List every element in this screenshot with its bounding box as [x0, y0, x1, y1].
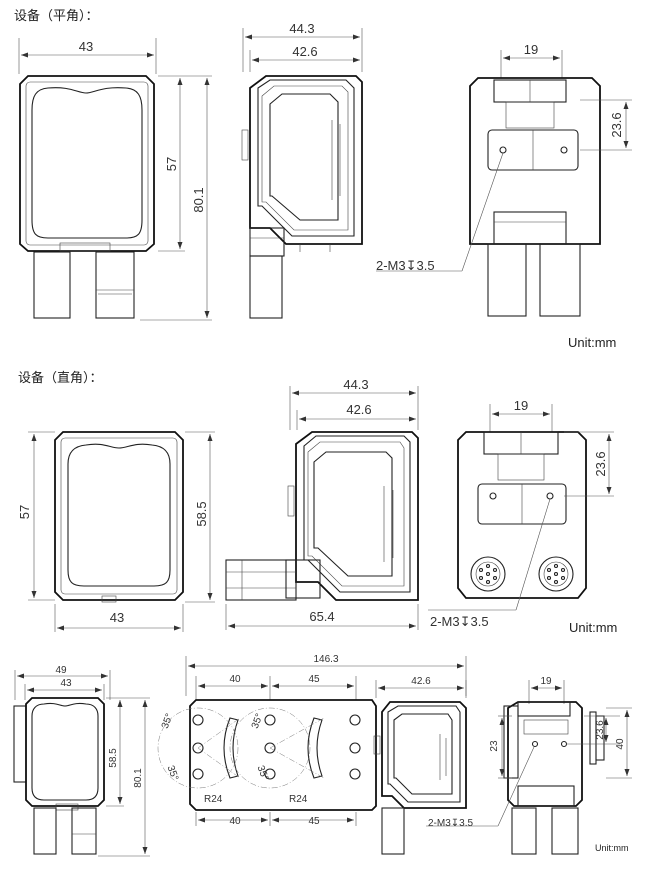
- s2-front-total: 58.5: [194, 501, 209, 526]
- s3-radius1: R24: [204, 794, 223, 805]
- s3-back-view: 19 23 23.6 40 2-M3↧3.5: [426, 676, 632, 855]
- s3-front-view: 49 43 58.5 80.1: [13, 665, 150, 857]
- s2-side-length: 65.4: [309, 609, 334, 624]
- s3-bracket-bot2: 45: [308, 816, 320, 827]
- s3-radius2: R24: [289, 794, 308, 805]
- s3-bracket-top2: 45: [308, 674, 320, 685]
- s1-front-width: 43: [79, 39, 93, 54]
- s2-side-view: 44.3 42.6 65.4: [225, 377, 419, 630]
- s3-angle1: 35°: [160, 712, 176, 730]
- s2-back-width: 19: [514, 398, 528, 413]
- s3-thread: 2-M3↧3.5: [428, 818, 474, 829]
- s3-unit: Unit:mm: [595, 843, 629, 853]
- s3-front-outer: 49: [55, 665, 67, 676]
- s1-side-view: 44.3 42.6: [241, 21, 363, 319]
- s3-angle2: 35°: [165, 764, 181, 782]
- s1-front-view: 43 57 80.1: [18, 38, 212, 321]
- s3-bracket-top1: 40: [229, 674, 241, 685]
- s1-unit: Unit:mm: [568, 335, 616, 350]
- s3-back-width: 19: [540, 676, 552, 687]
- s3-bracket-view: 146.3 40 45 40 45 35° 35° 35° 35° R24 R2…: [157, 654, 467, 855]
- s3-back-h1: 23: [489, 740, 500, 752]
- s2-side-overall: 44.3: [343, 377, 368, 392]
- s1-front-height: 57: [164, 157, 179, 171]
- s2-thread: 2-M3↧3.5: [430, 614, 489, 629]
- s3-back-h2: 23.6: [595, 720, 606, 740]
- s2-front-height: 57: [17, 505, 32, 519]
- s1-back-view: 23.6 19 2-M3↧3.5: [376, 42, 632, 317]
- s3-angle3: 35°: [250, 712, 266, 730]
- s3-bracket-bot1: 40: [229, 816, 241, 827]
- s1-side-body: 42.6: [292, 44, 317, 59]
- s3-side-width: 42.6: [411, 676, 431, 687]
- s3-back-h3: 40: [615, 738, 626, 750]
- s1-back-width: 19: [524, 42, 538, 57]
- s3-bracket-total: 146.3: [313, 654, 338, 665]
- s1-thread: 2-M3↧3.5: [376, 258, 435, 273]
- s1-side-overall: 44.3: [289, 21, 314, 36]
- s2-front-width: 43: [110, 610, 124, 625]
- s3-angle4: 35°: [255, 764, 271, 782]
- s2-back-height: 23.6: [593, 451, 608, 476]
- section2-title: 设备（直角）：: [18, 370, 103, 386]
- s1-front-total: 80.1: [191, 187, 206, 212]
- s2-unit: Unit:mm: [569, 620, 617, 635]
- s3-front-h1: 58.5: [108, 748, 119, 768]
- s3-front-inner: 43: [60, 678, 72, 689]
- s1-back-height: 23.6: [609, 112, 624, 137]
- s2-front-view: 57 58.5 43: [17, 431, 215, 632]
- section1-title: 设备（平角）：: [14, 8, 99, 24]
- s2-side-body: 42.6: [346, 402, 371, 417]
- s3-front-h2: 80.1: [133, 768, 144, 788]
- s2-back-view: 23.6 19 2-M3↧3.5: [428, 398, 614, 629]
